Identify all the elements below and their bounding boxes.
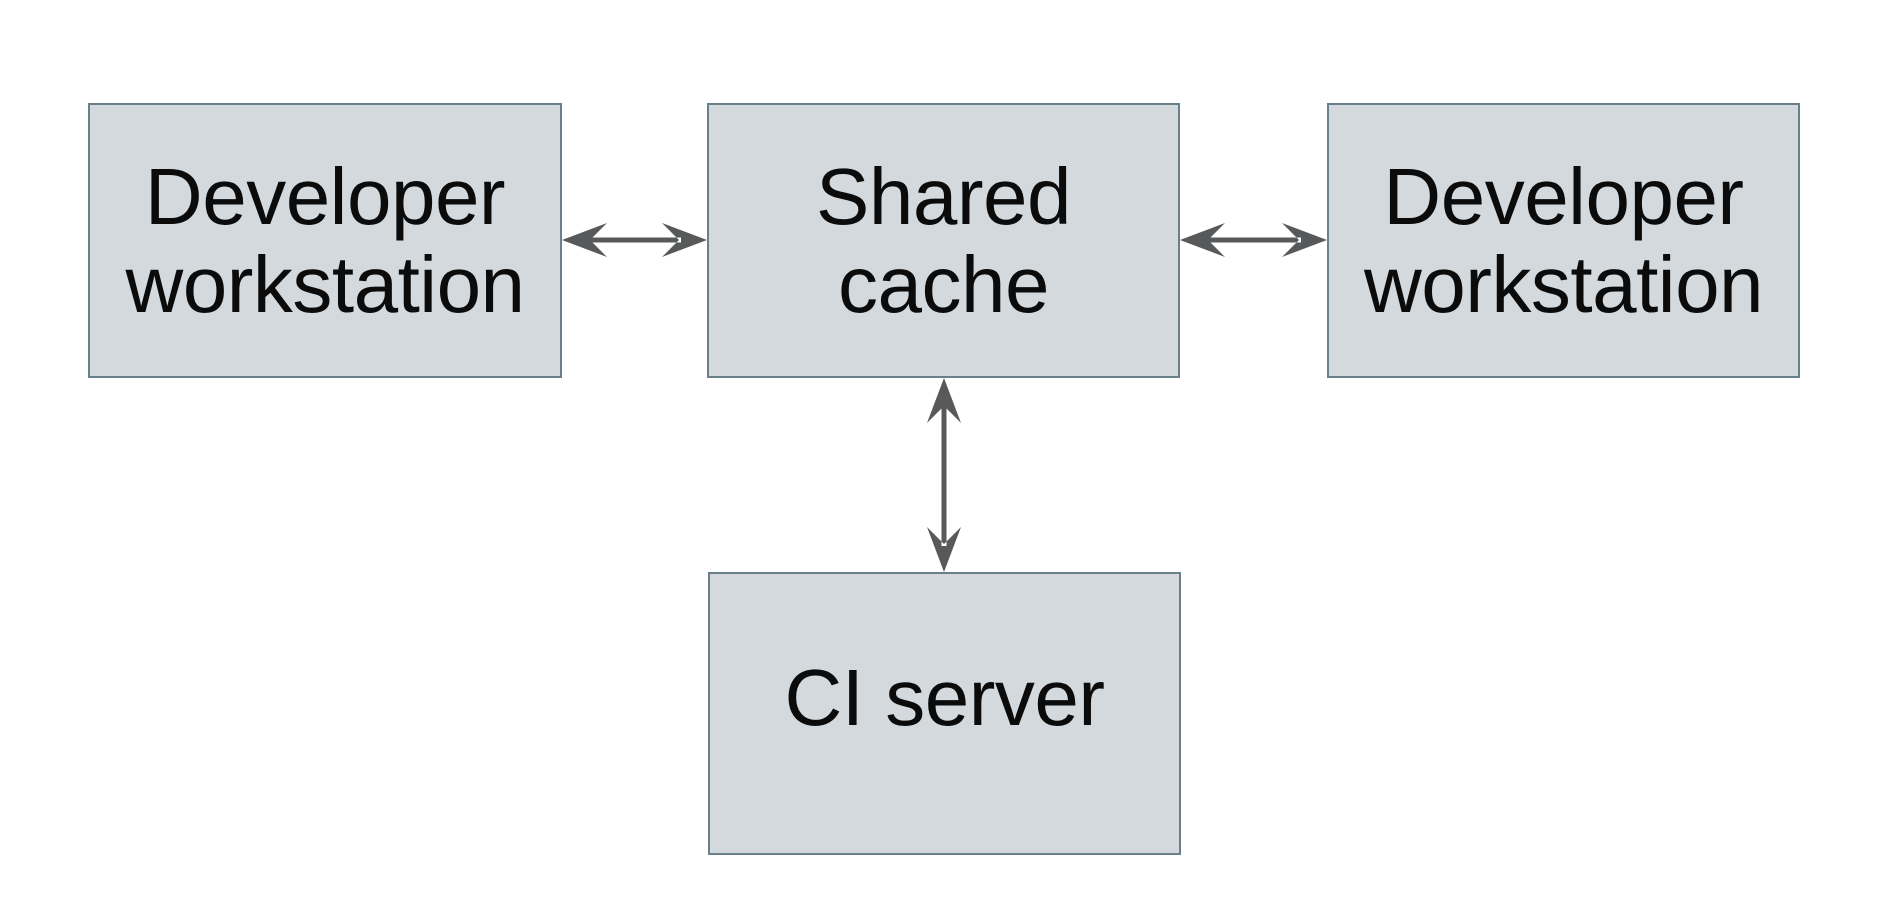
node-developer-workstation-left: Developer workstation (88, 103, 562, 378)
double-arrow-icon (562, 223, 707, 257)
node-ci-server: CI server (708, 572, 1181, 855)
node-label-line: workstation (1363, 239, 1764, 329)
bidirectional-arrow-shared-cache-ci-server (927, 378, 961, 572)
node-label-line: cache (838, 239, 1049, 329)
node-label-line: CI server (784, 652, 1106, 742)
node-shared-cache: Shared cache (707, 103, 1180, 378)
node-label-line: workstation (125, 239, 525, 329)
node-developer-workstation-right: Developer workstation (1327, 103, 1800, 378)
node-label-line: Developer (144, 151, 506, 241)
bidirectional-arrow-left-workstation-shared-cache (562, 223, 707, 257)
bidirectional-arrow-shared-cache-right-workstation (1180, 223, 1327, 257)
double-arrow-icon (927, 378, 961, 572)
node-label-line: Developer (1383, 151, 1744, 241)
node-label-line: Shared (816, 151, 1071, 241)
double-arrow-icon (1180, 223, 1327, 257)
